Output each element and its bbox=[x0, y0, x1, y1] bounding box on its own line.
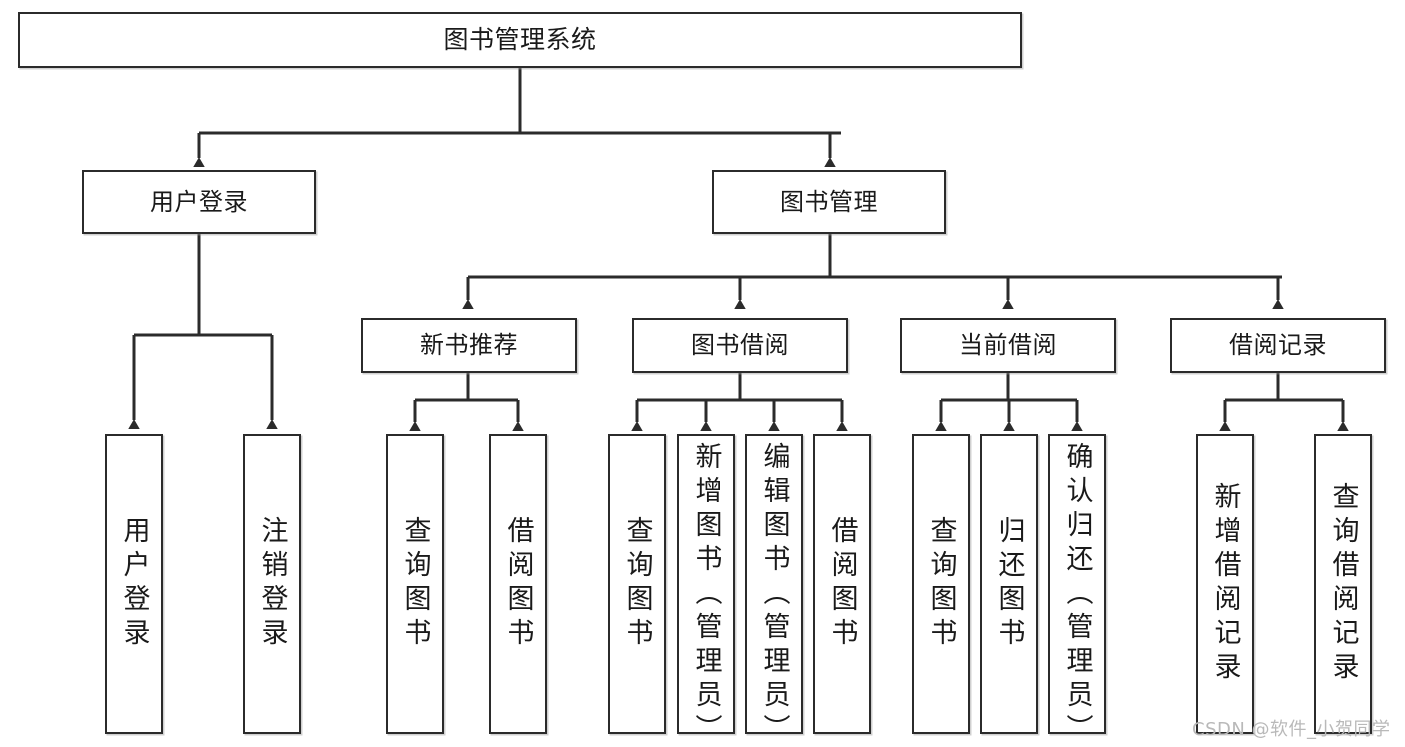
node-label: 查询图书 bbox=[399, 516, 431, 652]
leaf-new-book-query[interactable]: 查询图书 bbox=[386, 434, 444, 734]
leaf-borrow-record-query[interactable]: 查询借阅记录 bbox=[1314, 434, 1372, 734]
node-label: 当前借阅 bbox=[959, 331, 1057, 360]
node-label: 用户登录 bbox=[150, 187, 248, 216]
leaf-current-borrow-query[interactable]: 查询图书 bbox=[912, 434, 970, 734]
node-current-borrow[interactable]: 当前借阅 bbox=[900, 318, 1116, 373]
node-label: 新增图书（管理员） bbox=[690, 442, 722, 747]
node-borrow-record[interactable]: 借阅记录 bbox=[1170, 318, 1386, 373]
node-label: 编辑图书（管理员） bbox=[758, 442, 790, 747]
node-label: 注销登录 bbox=[256, 516, 288, 652]
node-label: 查询借阅记录 bbox=[1327, 482, 1359, 686]
node-user-login[interactable]: 用户登录 bbox=[82, 170, 316, 234]
node-label: 新增借阅记录 bbox=[1209, 482, 1241, 686]
leaf-current-borrow-confirm-return[interactable]: 确认归还（管理员） bbox=[1048, 434, 1106, 747]
leaf-user-login-login[interactable]: 用户登录 bbox=[105, 434, 163, 734]
node-label: 新书推荐 bbox=[420, 331, 518, 360]
node-label: 借阅图书 bbox=[502, 516, 534, 652]
leaf-book-borrow-add[interactable]: 新增图书（管理员） bbox=[677, 434, 735, 747]
node-label: 图书管理系统 bbox=[443, 25, 597, 54]
node-label: 图书借阅 bbox=[691, 331, 789, 360]
node-label: 借阅记录 bbox=[1229, 331, 1327, 360]
node-label: 查询图书 bbox=[621, 516, 653, 652]
node-label: 借阅图书 bbox=[826, 516, 858, 652]
watermark-text: CSDN @软件_小贺同学 bbox=[1192, 719, 1391, 740]
node-book-borrow[interactable]: 图书借阅 bbox=[632, 318, 848, 373]
node-label: 确认归还（管理员） bbox=[1061, 442, 1093, 747]
leaf-borrow-record-add[interactable]: 新增借阅记录 bbox=[1196, 434, 1254, 734]
node-label: 查询图书 bbox=[925, 516, 957, 652]
leaf-current-borrow-return[interactable]: 归还图书 bbox=[980, 434, 1038, 734]
node-new-book-recommend[interactable]: 新书推荐 bbox=[361, 318, 577, 373]
leaf-user-login-logout[interactable]: 注销登录 bbox=[243, 434, 301, 734]
leaf-book-borrow-borrow[interactable]: 借阅图书 bbox=[813, 434, 871, 734]
node-label: 用户登录 bbox=[118, 516, 150, 652]
leaf-new-book-borrow[interactable]: 借阅图书 bbox=[489, 434, 547, 734]
leaf-book-borrow-edit[interactable]: 编辑图书（管理员） bbox=[745, 434, 803, 747]
node-book-management-system[interactable]: 图书管理系统 bbox=[18, 12, 1022, 68]
node-book-management[interactable]: 图书管理 bbox=[712, 170, 946, 234]
node-label: 图书管理 bbox=[780, 187, 878, 216]
leaf-book-borrow-query[interactable]: 查询图书 bbox=[608, 434, 666, 734]
node-label: 归还图书 bbox=[993, 516, 1025, 652]
